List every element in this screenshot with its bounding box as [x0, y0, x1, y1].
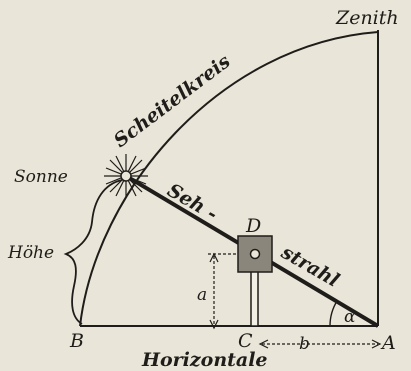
scheitelkreis-arc [79, 31, 379, 327]
label-zenith: Zenith [335, 7, 399, 29]
label-alpha: α [344, 307, 356, 327]
label-b-point: B [69, 330, 84, 352]
label-a-point: A [380, 332, 396, 354]
hoehe-brace [63, 179, 123, 325]
label-a-small: a [197, 285, 207, 305]
label-horizontale: Horizontale [141, 349, 268, 371]
label-b-small: b [299, 334, 310, 354]
plate-hole [249, 248, 261, 260]
sun-icon [104, 154, 148, 198]
label-c-point: C [238, 330, 253, 352]
label-hoehe: Höhe [7, 243, 54, 263]
label-d: D [245, 215, 261, 237]
label-seh: Seh - [164, 179, 222, 225]
angle-alpha-arc [329, 300, 338, 327]
distance-b-arrow [258, 339, 382, 349]
label-sonne: Sonne [14, 167, 68, 187]
